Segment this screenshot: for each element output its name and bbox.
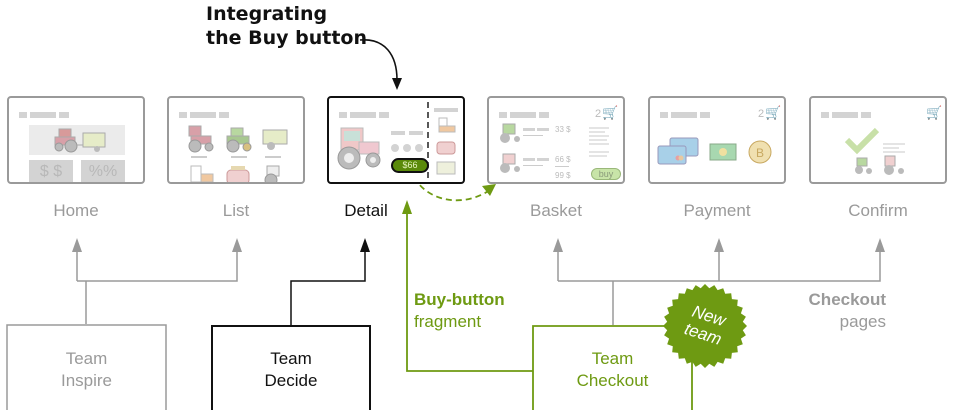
tile-dollar: $ $ [29, 160, 73, 182]
fragment-label-bold: Buy-button [414, 290, 505, 309]
basket-items [500, 123, 609, 173]
page-header-placeholder [660, 112, 710, 118]
tractor-trailer-icon [54, 128, 106, 153]
tractor-green-icon [855, 157, 872, 174]
checkout-connector [557, 250, 881, 325]
checkout-label-bold: Checkout [808, 290, 886, 309]
cart-icon: 🛒 [926, 105, 943, 120]
arrowhead-fragment [402, 200, 412, 214]
tractor-large-icon [337, 127, 381, 170]
team-line: Team [270, 349, 312, 368]
new-team-badge [663, 284, 747, 368]
page-label-confirm: Confirm [848, 201, 908, 220]
page-detail: $66 [327, 96, 465, 184]
detail-content [337, 102, 458, 182]
cart-icon: 🛒 [765, 105, 782, 120]
recommendation-trailer-icon [436, 161, 456, 175]
summary-lines [589, 127, 609, 157]
page-label-basket: Basket [530, 201, 582, 220]
checkout-pages-label: Checkout pages [790, 289, 886, 333]
product-grid [188, 125, 288, 182]
page-header-placeholder [821, 112, 871, 118]
page-list [167, 96, 305, 184]
title-line-2: the Buy button [206, 27, 367, 49]
checkmark-icon [844, 127, 880, 155]
title-arrow [359, 39, 398, 81]
buy-button-fragment[interactable]: $66 [391, 158, 429, 173]
tractor-green-icon [500, 123, 520, 143]
basket-item-price: 66 $ [555, 155, 571, 164]
cart-icon: 🛒 [602, 105, 619, 120]
hero-banner [29, 125, 125, 155]
page-header-placeholder [339, 112, 389, 118]
team-decide-label: Team Decide [212, 348, 370, 392]
page-label-detail: Detail [344, 201, 388, 220]
title-line-1: Integrating [206, 3, 328, 25]
dashed-arrowhead [482, 184, 496, 196]
checkout-label-rest: pages [839, 312, 886, 331]
team-checkout-label: Team Checkout [533, 348, 692, 392]
page-label-home: Home [53, 201, 99, 220]
page-header-placeholder [179, 112, 229, 118]
option-placeholders [391, 131, 423, 152]
page-label-list: List [222, 201, 250, 220]
team-line: Team [591, 349, 634, 368]
page-basket: 2 🛒 33 $ 66 $ 99 $ buy [487, 96, 625, 184]
team-name: Decide [264, 371, 318, 390]
arrowhead-basket [553, 238, 563, 252]
tractor-green-icon [226, 127, 252, 158]
tractor-gray-icon [264, 165, 280, 182]
page-header-placeholder [19, 112, 69, 118]
recommendation-bus-icon [436, 141, 456, 155]
page-payment: 2 🛒 B [648, 96, 786, 184]
team-decide-box [211, 325, 371, 410]
decide-connector [290, 250, 366, 325]
arrowhead-payment [714, 238, 724, 252]
confirm-text-lines [883, 143, 905, 153]
trailer-icon [262, 129, 288, 158]
arrowhead-home [72, 238, 82, 252]
page-label-payment: Payment [683, 201, 751, 220]
bus-icon [226, 166, 250, 182]
svg-text:B: B [756, 146, 764, 160]
basket-item-price: 33 $ [555, 125, 571, 134]
team-name: Checkout [576, 371, 649, 390]
team-inspire-label: Team Inspire [7, 348, 166, 392]
credit-card-icon [657, 137, 699, 165]
arrowhead-detail [360, 238, 370, 252]
fragment-label-rest: fragment [414, 312, 482, 331]
tractor-red-icon [500, 153, 520, 173]
tractor-red-icon [884, 155, 904, 175]
arrowhead-list [232, 238, 242, 252]
recommendation-forklift-icon [438, 117, 456, 133]
tile-percent: %% [81, 160, 125, 182]
basket-total: 99 $ [555, 171, 571, 180]
buy-button[interactable]: buy [591, 168, 621, 180]
diagram-title: Integrating the Buy button [206, 2, 367, 50]
team-line: Team [65, 349, 108, 368]
team-checkout-box [532, 325, 693, 410]
fragment-connector [406, 212, 533, 372]
inspire-connector [76, 250, 238, 324]
bitcoin-icon: B [748, 140, 772, 164]
forklift-icon [190, 165, 214, 182]
page-home: $ $ %% [7, 96, 145, 184]
cart-count: 2 [758, 108, 765, 120]
buy-button-fragment-label: Buy-button fragment [414, 289, 505, 333]
team-name: Inspire [60, 371, 113, 390]
cash-icon [709, 143, 737, 161]
team-inspire-box [6, 324, 167, 410]
page-confirm: 🛒 [809, 96, 947, 184]
title-arrowhead [392, 78, 402, 90]
page-header-placeholder [499, 112, 549, 118]
arrowhead-confirm [875, 238, 885, 252]
tractor-red-icon [188, 125, 214, 158]
cart-count: 2 [595, 108, 602, 120]
